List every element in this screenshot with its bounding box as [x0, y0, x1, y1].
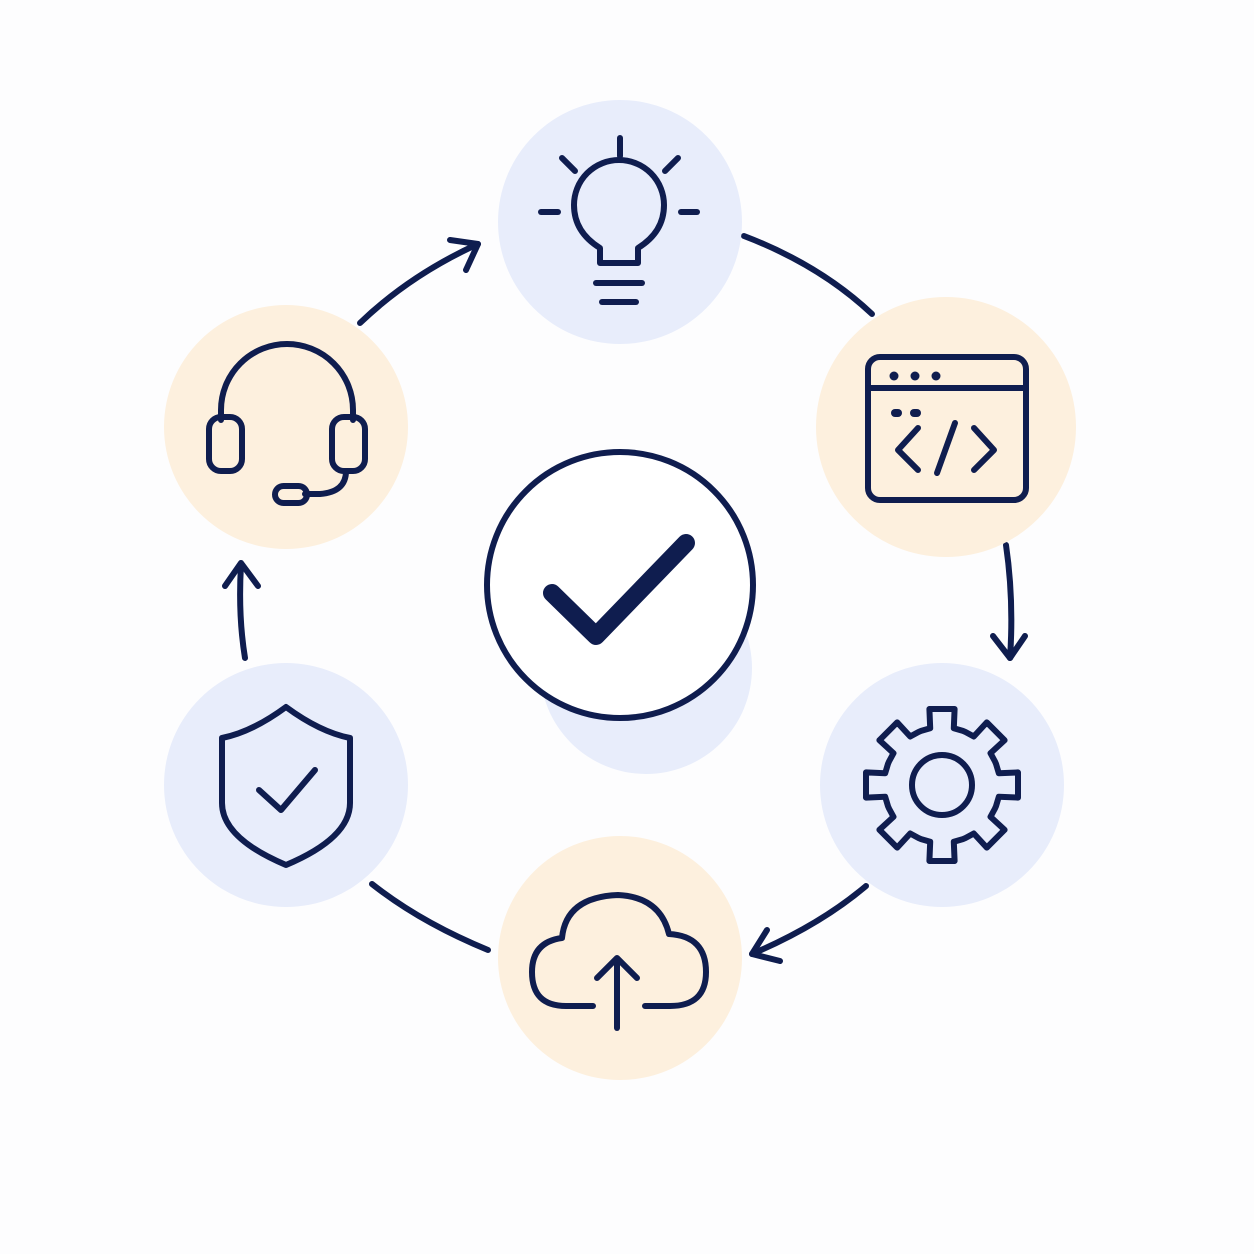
stage-development-bg [816, 297, 1076, 557]
arrowhead-configuration-to-deployment [749, 927, 783, 964]
connector-security-to-support [237, 562, 248, 661]
connector-configuration-to-deployment [749, 883, 869, 957]
connector-ideation-to-development [741, 233, 875, 317]
stage-support-bg [164, 305, 408, 549]
center-circle [484, 449, 756, 721]
stage-configuration [820, 663, 1064, 907]
headset-icon [206, 341, 368, 506]
gear-icon [863, 706, 1021, 864]
stage-security-bg [164, 663, 408, 907]
shield-check-icon [219, 704, 353, 868]
stage-deployment [498, 836, 742, 1080]
arrowhead-support-to-ideation [447, 237, 481, 273]
connectors [222, 233, 1028, 964]
window-dots [889, 371, 941, 381]
stage-ideation [498, 100, 742, 344]
connector-deployment-to-security [369, 881, 491, 953]
cloud-upload-icon [529, 892, 709, 1031]
check-circle-icon [543, 534, 695, 645]
connector-support-to-ideation [357, 241, 481, 326]
center-check [484, 449, 756, 774]
arrowhead-development-to-configuration [990, 633, 1028, 661]
connector-development-to-configuration [1003, 542, 1015, 661]
stage-development [816, 297, 1076, 557]
arrowhead-security-to-support [222, 560, 261, 589]
stage-ideation-bg [498, 100, 742, 344]
stage-configuration-bg [820, 663, 1064, 907]
stage-support [164, 305, 408, 549]
stage-security [164, 663, 408, 907]
lightbulb-icon [538, 135, 700, 305]
code-window-icon [865, 354, 1029, 503]
